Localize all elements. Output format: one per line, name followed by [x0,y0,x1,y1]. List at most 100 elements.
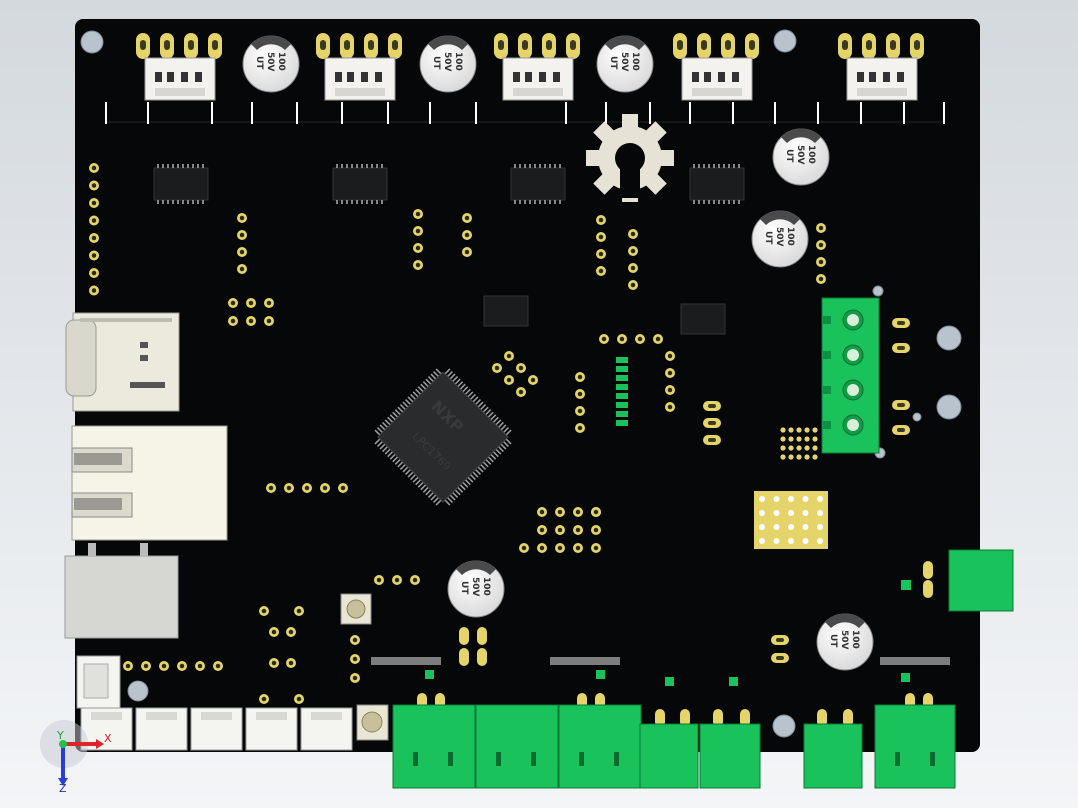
driver-ic-lead [698,200,700,204]
pad-hole [230,318,236,324]
connector-contact [181,72,188,82]
driver-ic-lead [539,200,541,204]
driver-ic [332,167,388,201]
driver-ic-lead [381,200,383,204]
pad-hole [143,663,149,669]
driver-ic-lead [708,200,710,204]
pad-hole [271,629,277,635]
driver-ic-lead [192,164,194,168]
connector-latch [513,88,563,96]
pad-hole [593,545,599,551]
sd-card-slot [65,312,180,412]
driver-ic-lead [157,164,159,168]
driver-ic-lead [559,200,561,204]
mcu-pin [474,468,482,476]
capacitor-value: 100 [630,52,640,71]
capacitor-voltage: 50V [839,630,849,650]
jst-connector-left [76,655,121,709]
small-pad [780,427,786,433]
connector-contact [375,72,382,82]
pad-hole [215,663,221,669]
pad-hole [818,225,824,231]
driver-ic-lead [544,200,546,204]
driver-ic-lead [351,200,353,204]
pad-hole [286,485,292,491]
mcu-pin [422,486,429,493]
driver-ic-lead [519,164,521,168]
driver-ic-lead [514,200,516,204]
pin-header-hole [817,510,823,516]
oval-pad [655,709,665,727]
driver-ic-lead [182,164,184,168]
pad-hole [557,545,563,551]
pad-hole [494,365,500,371]
mcu-pin [415,388,422,395]
terminal-block [803,723,863,789]
small-pad [812,454,818,460]
pad-hole [506,353,512,359]
terminal-slot [614,752,619,766]
pad-hole [593,527,599,533]
terminal-block [558,704,642,789]
pad-hole [161,663,167,669]
isp-button[interactable] [356,704,389,741]
terminal-screw-head [847,419,859,431]
oval-pad [713,709,723,727]
mcu-pin [387,416,394,423]
pad-hole [266,318,272,324]
driver-ic-lead [202,164,204,168]
connector-contact [869,72,876,82]
driver-ic-lead [182,200,184,204]
endstop-latch [201,712,232,720]
connector-contact [857,72,864,82]
connector-pin-hole [749,40,755,50]
reset-button[interactable] [340,593,372,625]
pin-header-hole [817,538,823,544]
terminal-block [392,704,476,789]
mcu-pin [477,466,484,473]
pad-hole [239,232,245,238]
mcu-pin [432,370,440,378]
mcu-pin [402,401,409,408]
pin-header-hole [759,496,765,502]
pin-header-hole [788,538,794,544]
driver-ic-lead [693,164,695,168]
mcu-pin [459,383,466,390]
driver-ic-lead [698,164,700,168]
mcu-pin [482,461,489,468]
pad-hole [266,300,272,306]
small-pad [780,436,786,442]
pin-header-hole [773,496,780,502]
resistor [616,375,628,381]
terminal-block [475,704,559,789]
terminal-slot [496,752,501,766]
pad-hole [239,215,245,221]
mcu-pin [387,451,394,458]
connector-contact [539,72,546,82]
power-terminal-block [821,297,880,454]
mcu-pin [435,368,442,375]
connector-pin-hole [212,40,218,50]
pad-hole [91,270,97,276]
pad-hole [598,268,604,274]
driver-ic-lead [177,164,179,168]
driver-ic-lead [371,200,373,204]
axis-x-label: X [104,732,112,745]
connector-latch [857,88,907,96]
oval-pad-hole [708,438,716,442]
terminal-slot [579,752,584,766]
mounting-holes [80,29,962,738]
driver-ic-lead [172,200,174,204]
driver-ic-lead [167,164,169,168]
pad-hole [655,336,661,342]
pad-hole [506,377,512,383]
capacitor-polarity-band [605,35,645,50]
pad-hole [539,545,545,551]
pad-hole [248,300,254,306]
mcu-pin [469,474,476,481]
connector-pin-hole [392,40,398,50]
oval-pad [843,709,853,727]
